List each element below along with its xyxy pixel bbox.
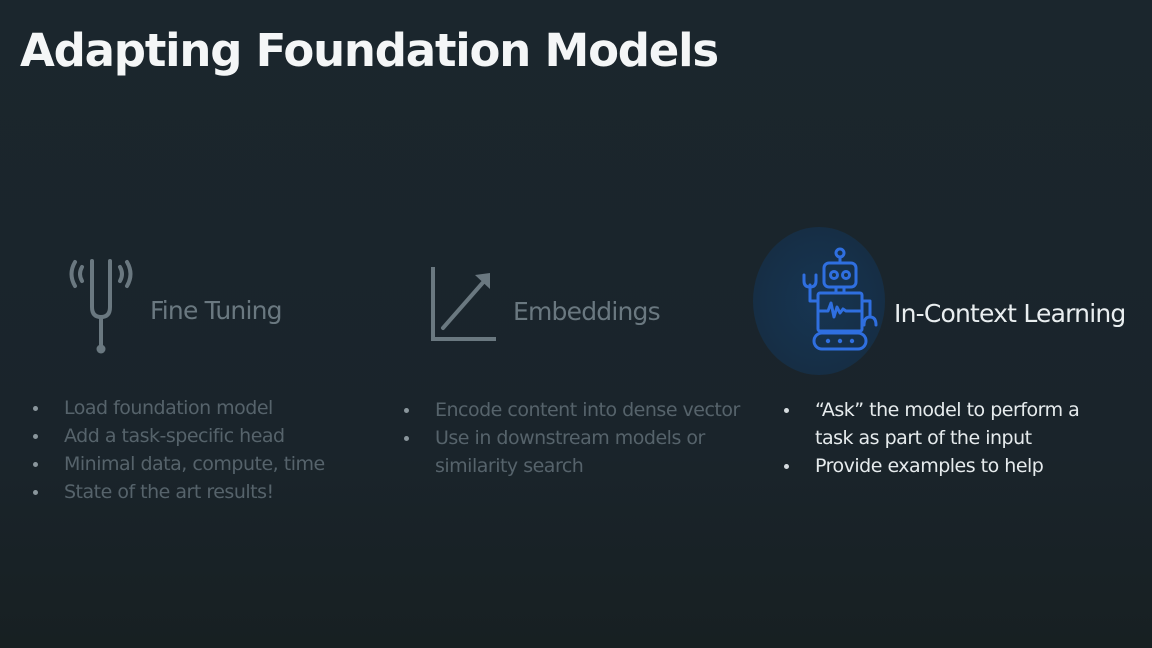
embeddings-bullets: Encode content into dense vector Use in … bbox=[391, 396, 761, 480]
embeddings-label: Embeddings bbox=[513, 297, 661, 326]
bullet-dot-icon bbox=[33, 462, 38, 467]
vector-arrow-icon bbox=[430, 267, 496, 347]
robot-icon bbox=[800, 245, 880, 359]
fine-tuning-label: Fine Tuning bbox=[150, 296, 283, 325]
bullet-dot-icon bbox=[784, 464, 789, 469]
bullet-item: Encode content into dense vector bbox=[391, 396, 761, 424]
bullet-dot-icon bbox=[404, 408, 409, 413]
bullet-item: Provide examples to help bbox=[771, 452, 1091, 480]
in-context-learning-label: In-Context Learning bbox=[894, 299, 1126, 328]
bullet-dot-icon bbox=[33, 490, 38, 495]
tuning-fork-icon bbox=[68, 255, 134, 361]
bullet-item: Add a task-specific head bbox=[20, 422, 380, 450]
bullet-item: “Ask” the model to perform a task as par… bbox=[771, 396, 1091, 452]
bullet-dot-icon bbox=[784, 408, 789, 413]
slide-title: Adapting Foundation Models bbox=[20, 24, 719, 77]
bullet-item: Use in downstream models or similarity s… bbox=[391, 424, 761, 480]
bullet-dot-icon bbox=[404, 436, 409, 441]
bullet-dot-icon bbox=[33, 406, 38, 411]
in-context-learning-bullets: “Ask” the model to perform a task as par… bbox=[771, 396, 1091, 480]
bullet-item: Load foundation model bbox=[20, 394, 380, 422]
bullet-item: State of the art results! bbox=[20, 478, 380, 506]
fine-tuning-bullets: Load foundation model Add a task-specifi… bbox=[20, 394, 380, 506]
bullet-item: Minimal data, compute, time bbox=[20, 450, 380, 478]
bullet-dot-icon bbox=[33, 434, 38, 439]
